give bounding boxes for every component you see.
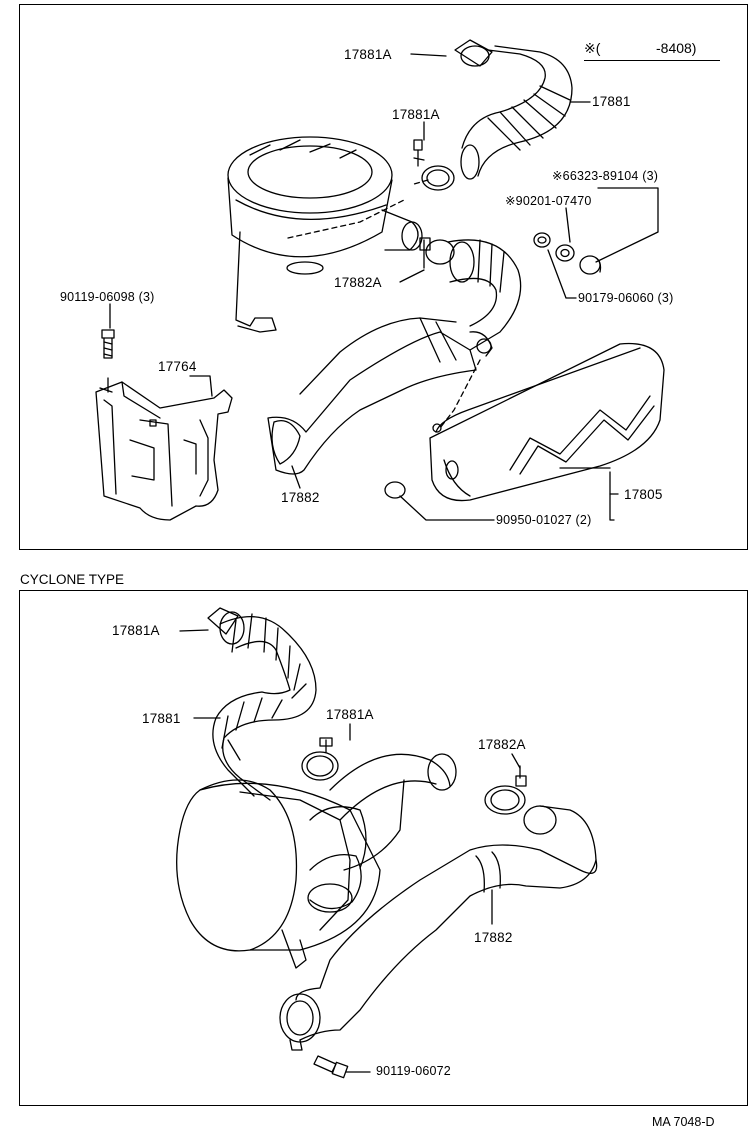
label-bolt-top: 90119-06098 (3) bbox=[60, 290, 155, 304]
hose-upper-bottom bbox=[207, 607, 317, 801]
bolt-top bbox=[101, 329, 115, 359]
label-bracket: 17764 bbox=[158, 359, 197, 374]
section-title: CYCLONE TYPE bbox=[20, 572, 125, 587]
clamp-bottom-2 bbox=[484, 765, 527, 815]
cyclone-tube bbox=[329, 753, 457, 871]
hose-upper-top bbox=[454, 39, 573, 180]
resonator-top bbox=[429, 342, 665, 502]
applicability-note: ※( -8408) bbox=[584, 40, 720, 61]
cyclone-air-cleaner bbox=[176, 779, 381, 969]
label-hose-upper: 17881 bbox=[592, 94, 631, 109]
label-bottom-hose-clamp-a-2: 17881A bbox=[326, 707, 374, 722]
document-id: MA 7048-D bbox=[652, 1115, 715, 1129]
label-bottom-hose-upper: 17881 bbox=[142, 711, 181, 726]
label-bottom-inlet-duct: 17882 bbox=[474, 930, 513, 945]
clamp-bottom-1 bbox=[301, 737, 339, 781]
note-symbol: ※( bbox=[584, 40, 601, 56]
label-bottom-hose-clamp-b: 17882A bbox=[478, 737, 526, 752]
grommets-top bbox=[533, 232, 602, 275]
label-resonator: 17805 bbox=[624, 487, 663, 502]
clamp-top-1 bbox=[413, 139, 455, 191]
leader-lines-bottom bbox=[179, 629, 521, 1073]
label-plug: 90950-01027 (2) bbox=[496, 513, 592, 527]
label-hose-clamp-a-2: 17881A bbox=[392, 107, 440, 122]
note-range: -8408) bbox=[656, 40, 697, 56]
label-hose-clamp-a-1: 17881A bbox=[344, 47, 392, 62]
bottom-diagram-panel bbox=[19, 590, 748, 1106]
clamp-top-2 bbox=[419, 237, 455, 269]
inlet-duct-bottom bbox=[279, 805, 598, 1051]
label-hose-clamp-b: 17882A bbox=[334, 275, 382, 290]
label-grommet-note: ※90201-07470 bbox=[505, 194, 592, 208]
hose-lower-top bbox=[447, 239, 522, 351]
label-grommet-collar: 90179-06060 (3) bbox=[578, 291, 674, 305]
label-inlet-duct-top: 17882 bbox=[281, 490, 320, 505]
leader-dashed-top bbox=[287, 179, 481, 429]
plug-top bbox=[384, 481, 406, 499]
leader-lines-top bbox=[109, 53, 659, 521]
top-diagram-panel bbox=[19, 4, 748, 550]
inlet-duct-top bbox=[267, 317, 493, 475]
label-bottom-hose-clamp-a-1: 17881A bbox=[112, 623, 160, 638]
air-cleaner-top bbox=[227, 136, 423, 333]
label-gasket-note: ※66323-89104 (3) bbox=[552, 169, 659, 183]
bracket-top bbox=[95, 377, 233, 521]
label-bottom-bolt: 90119-06072 bbox=[376, 1064, 451, 1078]
